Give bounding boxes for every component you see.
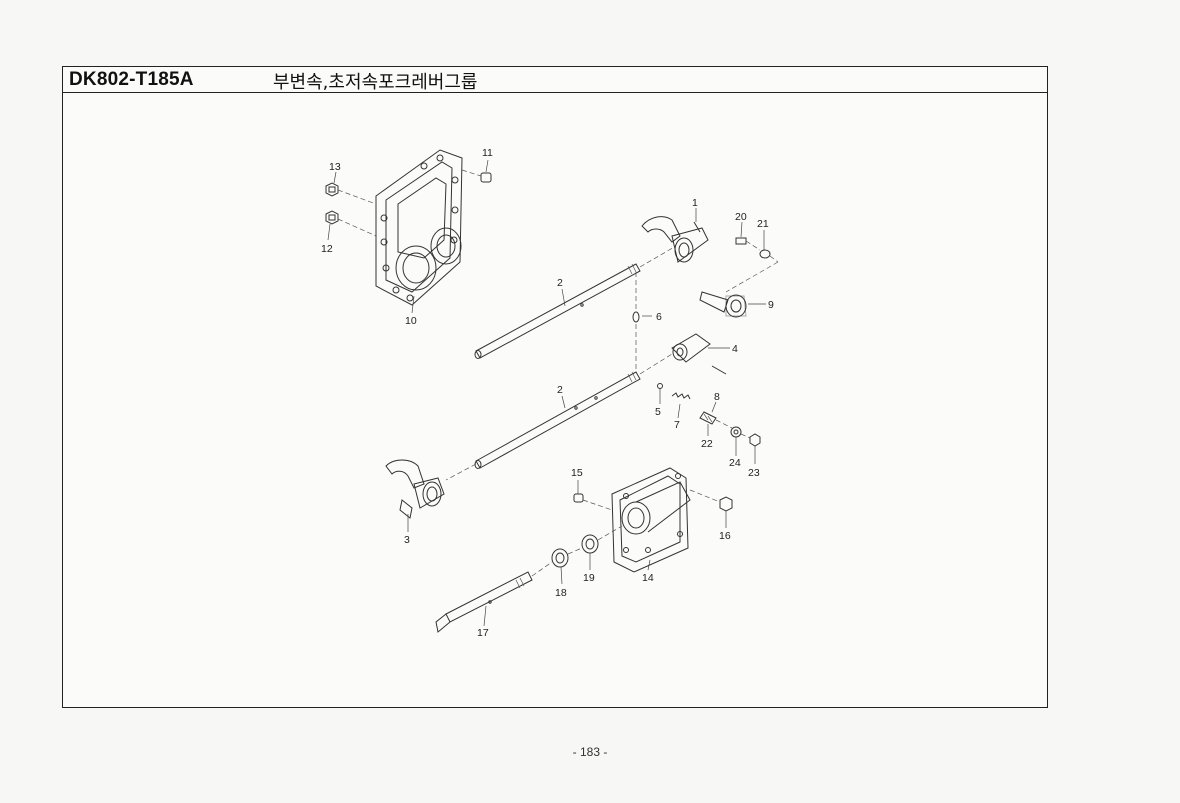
callout-4: 4 — [732, 343, 738, 355]
callout-18: 18 — [555, 587, 567, 599]
callout-8: 8 — [714, 391, 720, 403]
callout-22: 22 — [701, 438, 713, 450]
model-code: DK802-T185A — [69, 69, 194, 90]
parts-sheet: DK802-T185A 부변속,초저속포크레버그룹 — [62, 66, 1048, 708]
part-12-bolt — [325, 210, 377, 237]
part-2-lower-shaft — [445, 371, 641, 481]
callout-1: 1 — [692, 197, 698, 209]
part-3-shift-fork — [385, 459, 445, 519]
part-5-ball — [657, 383, 663, 389]
callout-9: 9 — [768, 299, 774, 311]
part-16-bolt — [689, 489, 733, 512]
callout-6: 6 — [656, 311, 662, 323]
callout-12: 12 — [321, 243, 333, 255]
group-title: 부변속,초저속포크레버그룹 — [273, 72, 478, 93]
callout-3: 3 — [404, 534, 410, 546]
callout-2-lower: 2 — [557, 384, 563, 396]
part-14-cover — [611, 467, 691, 573]
sheet-header: DK802-T185A 부변속,초저속포크레버그룹 — [63, 67, 1047, 93]
callout-16: 16 — [719, 530, 731, 542]
part-19-oil-seal — [581, 525, 623, 554]
part-11-pin — [461, 169, 492, 183]
callout-24: 24 — [729, 457, 741, 469]
callout-19: 19 — [583, 572, 595, 584]
callout-5: 5 — [655, 406, 661, 418]
part-21-washer — [725, 249, 779, 293]
callout-11: 11 — [482, 147, 493, 159]
callout-labels: 1 2 2 3 4 5 6 7 8 9 10 11 12 13 14 15 16… — [321, 147, 774, 639]
callout-14: 14 — [642, 572, 654, 584]
part-1-shift-fork — [641, 216, 709, 263]
callout-23: 23 — [748, 467, 760, 479]
callout-21: 21 — [757, 218, 769, 230]
callout-10: 10 — [405, 315, 417, 327]
callout-7: 7 — [674, 419, 680, 431]
callout-15: 15 — [571, 467, 583, 479]
callout-2-upper: 2 — [557, 277, 563, 289]
part-9-lever — [699, 291, 747, 318]
part-13-bolt — [325, 182, 377, 205]
part-10-case-cover — [375, 149, 463, 306]
callout-17: 17 — [477, 627, 489, 639]
part-7-spring — [671, 392, 691, 400]
part-18-bushing — [551, 547, 583, 568]
part-6-detent-ball — [632, 272, 640, 372]
page-number: - 183 - — [572, 745, 608, 759]
part-24-washer — [730, 426, 751, 439]
part-20-bolt — [735, 237, 761, 251]
callout-20: 20 — [735, 211, 747, 223]
part-17-lever-shaft — [435, 561, 553, 633]
part-22-plug — [699, 411, 733, 429]
part-4-block — [639, 333, 727, 375]
callout-13: 13 — [329, 161, 341, 173]
part-15-pin — [573, 493, 613, 511]
part-23-bolt — [749, 433, 761, 447]
part-2-upper-shaft — [474, 245, 677, 359]
leader-lines — [327, 159, 766, 627]
